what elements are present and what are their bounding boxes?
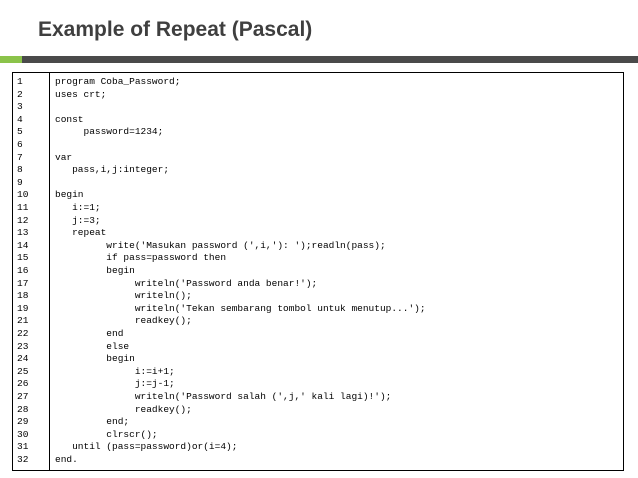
code-line: begin [55, 189, 84, 201]
code-line: j:=3; [55, 214, 101, 226]
code-line: writeln(); [55, 290, 192, 302]
code-line: j:=j-1; [55, 378, 175, 390]
code-line: begin [55, 353, 135, 365]
slide-title: Example of Repeat (Pascal) [38, 18, 313, 41]
code-line: end; [55, 416, 130, 428]
code-line: writeln('Password anda benar!'); [55, 277, 318, 289]
line-number: 5 [17, 126, 23, 138]
line-number: 22 [17, 328, 29, 339]
code-line: end [55, 328, 124, 339]
line-number: 24 [17, 353, 29, 365]
line-number: 19 [17, 302, 29, 314]
code-line: if pass=password then [55, 252, 227, 264]
code-line: end. [55, 454, 78, 465]
code-line: writeln('Tekan sembarang tombol untuk me… [55, 302, 426, 314]
line-number: 15 [17, 252, 29, 264]
line-number: 3 [17, 101, 23, 113]
line-number: 4 [17, 113, 23, 125]
line-number: 32 [17, 454, 29, 465]
title-divider-bar [22, 56, 638, 63]
code-line: uses crt; [55, 88, 107, 100]
line-number: 7 [17, 151, 23, 163]
line-number: 29 [17, 416, 29, 428]
line-number: 2 [17, 88, 23, 100]
line-number: 23 [17, 340, 29, 352]
line-number: 1 [17, 76, 23, 87]
line-number: 8 [17, 164, 23, 176]
code-line: begin [55, 265, 135, 276]
line-number: 31 [17, 441, 29, 453]
code-line: clrscr(); [55, 428, 158, 440]
code-line: i:=i+1; [55, 365, 175, 377]
code-line: i:=1; [55, 202, 101, 213]
line-number: 9 [17, 176, 23, 188]
line-number: 28 [17, 403, 29, 415]
code-line: until (pass=password)or(i=4); [55, 441, 238, 453]
line-number: 18 [17, 290, 29, 302]
code-line: repeat [55, 227, 107, 239]
code-line: readkey(); [55, 403, 192, 415]
code-line: var [55, 151, 73, 163]
line-number: 14 [17, 239, 29, 251]
line-number: 26 [17, 378, 29, 390]
line-number-column [13, 73, 50, 470]
line-number: 13 [17, 227, 29, 239]
line-number: 11 [17, 202, 29, 213]
line-number: 21 [17, 315, 29, 327]
code-line: password=1234; [55, 126, 164, 138]
line-number: 30 [17, 428, 29, 440]
code-line: write('Masukan password (',i,'): ');read… [55, 239, 386, 251]
line-number: 6 [17, 139, 23, 150]
title-divider [0, 56, 638, 63]
title-divider-accent [0, 56, 22, 63]
code-line: program Coba_Password; [55, 76, 181, 87]
line-number: 17 [17, 277, 29, 289]
code-line: writeln('Password salah (',j,' kali lagi… [55, 391, 392, 402]
line-number: 16 [17, 265, 29, 276]
code-line: const [55, 113, 84, 125]
line-number: 25 [17, 365, 29, 377]
line-number: 10 [17, 189, 29, 201]
code-line: readkey(); [55, 315, 192, 327]
line-number: 12 [17, 214, 29, 226]
code-line: pass,i,j:integer; [55, 164, 170, 176]
code-line: else [55, 340, 130, 352]
line-number: 27 [17, 391, 29, 402]
